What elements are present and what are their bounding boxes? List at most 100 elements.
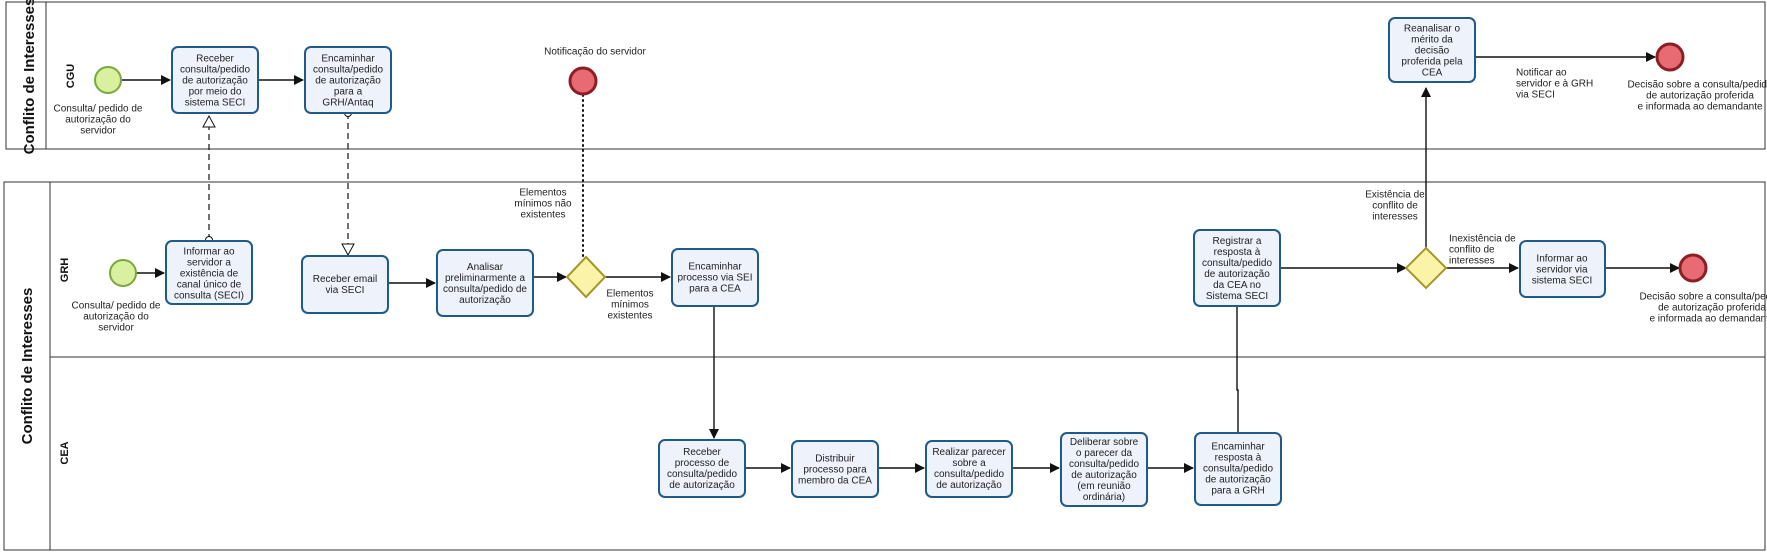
label-end-grh-line: de autorização proferida <box>1658 303 1766 314</box>
label-notificacao-line: Notificação do servidor <box>544 47 646 58</box>
task-label-cea-receber-line: processo de <box>675 458 730 469</box>
task-label-grh-informar-servidor-line: sistema SECI <box>1532 276 1593 287</box>
label-start-cgu-line: Consulta/ pedido de <box>54 104 143 115</box>
task-cgu-receber <box>171 46 259 114</box>
task-label-cea-deliberar-line: Deliberar sobre <box>1070 437 1139 448</box>
label-elementos-sim-line: mínimos <box>611 300 649 311</box>
pool-title-top: Conflito de Interesses <box>21 0 38 154</box>
start-event-cgu <box>94 66 122 94</box>
label-elementos-sim-line: Elementos <box>606 289 653 300</box>
label-notificar-flow-line: Notificar ao <box>1516 68 1567 79</box>
task-label-grh-informar-servidor-line: servidor via <box>1536 265 1588 276</box>
pool-grh-cea: Conflito de Interesses GRH CEA <box>3 181 1766 551</box>
label-elementos-nao-line: existentes <box>520 210 565 221</box>
task-label-cea-encaminhar-resposta-line: Encaminhar <box>1211 442 1265 453</box>
task-label-grh-informar-canal-line: canal único de <box>177 280 242 291</box>
task-label-grh-registrar-line: de autorização <box>1204 269 1270 280</box>
task-label-cea-encaminhar-resposta-line: consulta/pedido <box>1203 464 1273 475</box>
task-label-grh-analisar-line: preliminarmente a <box>445 273 525 284</box>
task-label-cgu-reanalisar-line: Reanalisar o <box>1404 24 1461 35</box>
label-start-grh-line: autorização do <box>83 312 149 323</box>
task-label-cgu-encaminhar-line: GRH/Antaq <box>322 98 373 109</box>
end-event-notificacao <box>568 66 598 96</box>
task-label-cea-receber-line: Receber <box>683 447 721 458</box>
gateway-conflito <box>1404 246 1448 290</box>
label-start-cgu-line: servidor <box>80 126 116 137</box>
task-label-cgu-receber-line: sistema SECI <box>185 98 246 109</box>
task-label-cea-encaminhar-resposta-line: resposta à <box>1215 453 1262 464</box>
task-label-grh-informar-servidor-line: Informar ao <box>1536 254 1588 265</box>
task-cea-encaminhar-resposta <box>1194 432 1282 506</box>
task-label-grh-analisar-line: autorização <box>459 295 511 306</box>
task-label-grh-analisar-line: consulta/pedido de <box>443 284 527 295</box>
task-label-cea-deliberar-line: o parecer da <box>1076 448 1133 459</box>
task-label-grh-registrar-line: resposta à <box>1214 247 1261 258</box>
label-elementos-nao-line: Elementos <box>519 188 566 199</box>
label-start-grh-line: Consulta/ pedido de <box>72 301 161 312</box>
task-label-cea-encaminhar-resposta-line: de autorização <box>1205 475 1271 486</box>
task-label-cgu-encaminhar-line: consulta/pedido <box>313 65 383 76</box>
task-label-cgu-reanalisar-line: proferida pela <box>1401 57 1463 68</box>
label-end-grh-line: e informada ao demandante <box>1649 314 1767 325</box>
events <box>94 42 1708 287</box>
message-flows <box>202 94 584 257</box>
task-label-grh-informar-canal-line: servidor a <box>187 258 231 269</box>
label-existencia-line: conflito de <box>1372 201 1418 212</box>
flow-encaminhar-registrar <box>1232 273 1242 432</box>
task-label-grh-registrar-line: da CEA no <box>1213 280 1261 291</box>
label-end-cgu-line: de autorização proferida <box>1646 91 1754 102</box>
task-cea-realizar <box>925 440 1013 498</box>
task-label-grh-registrar-line: Registrar a <box>1213 236 1262 247</box>
sequence-flows <box>122 52 1680 473</box>
task-label-grh-registrar-line: Sistema SECI <box>1206 291 1268 302</box>
task-label-cea-realizar-line: consulta/pedido <box>934 469 1004 480</box>
label-end-grh-line: Decisão sobre a consulta/pedido <box>1639 292 1767 303</box>
task-label-cea-encaminhar-resposta-line: para a GRH <box>1211 486 1264 497</box>
task-label-cea-realizar-line: Realizar parecer <box>932 447 1006 458</box>
label-notificacao: Notificação do servidor <box>544 47 646 58</box>
label-start-cgu-line: autorização do <box>65 115 131 126</box>
label-elementos-nao-line: mínimos não <box>514 199 572 210</box>
task-label-cgu-receber-line: Receber <box>196 54 234 65</box>
task-label-grh-receber-email-line: via SECI <box>326 285 365 296</box>
task-label-cgu-receber-line: de autorização <box>182 76 248 87</box>
task-label-grh-analisar-line: Analisar <box>467 262 504 273</box>
task-label-cea-deliberar-line: consulta/pedido <box>1069 459 1139 470</box>
task-label-cea-deliberar-line: de autorização <box>1071 470 1137 481</box>
task-label-grh-informar-canal-line: Informar ao <box>183 247 235 258</box>
lane-title-cgu: CGU <box>65 64 77 89</box>
label-notificar-flow-line: servidor e à GRH <box>1516 79 1593 90</box>
task-label-cea-distribuir-line: Distribuir <box>815 454 855 465</box>
end-event-cgu <box>1655 42 1685 72</box>
task-grh-encaminhar-sei <box>671 248 759 307</box>
task-cea-deliberar <box>1060 432 1148 507</box>
task-label-grh-informar-canal-line: existência de <box>180 269 239 280</box>
task-label-cea-receber-line: de autorização <box>669 480 735 491</box>
end-event-grh <box>1678 253 1708 283</box>
task-label-cea-deliberar-line: (em reunião <box>1077 481 1131 492</box>
task-label-cea-distribuir-line: membro da CEA <box>798 476 872 487</box>
task-label-cgu-reanalisar-line: decisão <box>1415 46 1450 57</box>
lane-title-cea: CEA <box>59 441 71 464</box>
task-label-cgu-reanalisar-line: mérito da <box>1411 35 1453 46</box>
task-label-grh-encaminhar-sei-line: processo via SEI <box>677 273 752 284</box>
label-end-cgu-line: e informada ao demandante <box>1637 102 1763 113</box>
task-label-cea-deliberar-line: ordinária) <box>1083 492 1125 503</box>
task-cea-receber <box>658 439 746 498</box>
